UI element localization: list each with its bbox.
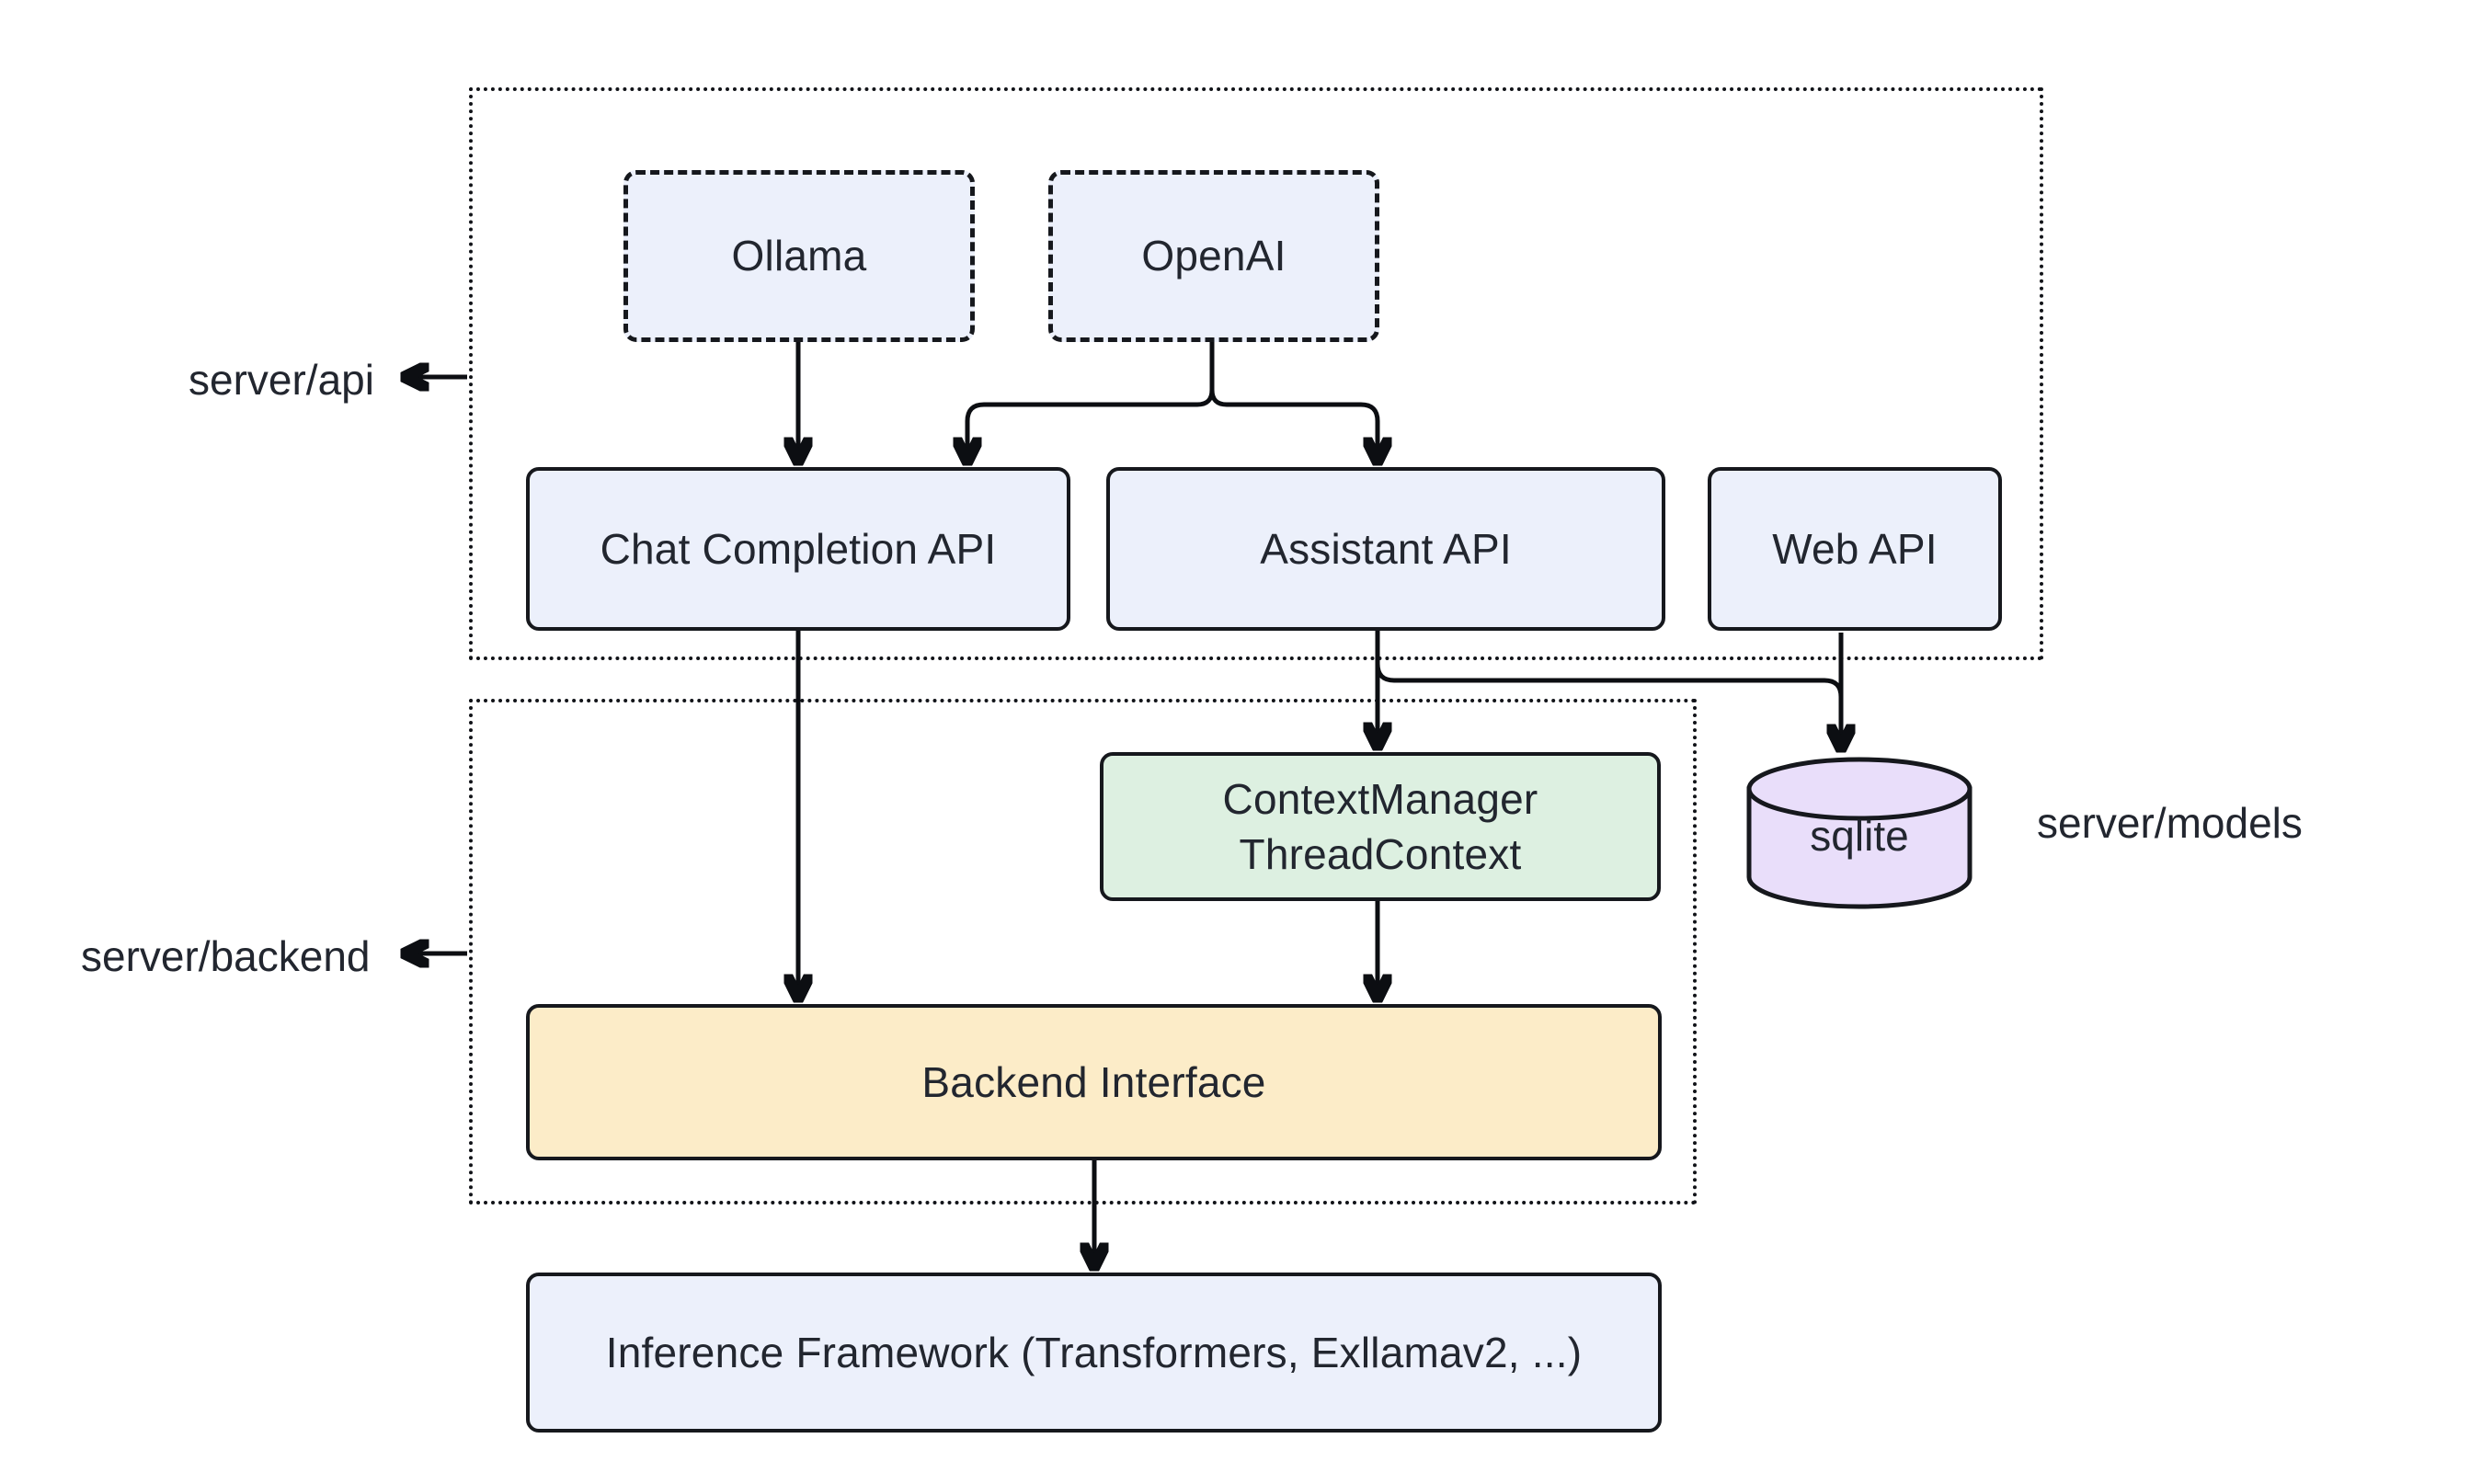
node-openai[interactable]: OpenAI — [1048, 170, 1379, 342]
label-server-api: server/api — [189, 356, 374, 404]
label-server-backend: server/backend — [81, 932, 371, 980]
node-chat-completion-api[interactable]: Chat Completion API — [526, 467, 1070, 631]
cylinder-shape — [1746, 757, 1973, 909]
label-server-models: server/models — [2037, 799, 2303, 847]
node-backend-interface[interactable]: Backend Interface — [526, 1004, 1662, 1160]
node-contextmanager-line1: ContextManager — [1222, 774, 1538, 823]
node-contextmanager-line2: ThreadContext — [1239, 830, 1522, 878]
node-ollama-label: Ollama — [731, 232, 867, 280]
node-inference-framework-label: Inference Framework (Transformers, Exlla… — [605, 1328, 1583, 1376]
node-backend-interface-label: Backend Interface — [921, 1057, 1266, 1106]
node-assistant-api-label: Assistant API — [1260, 524, 1512, 573]
node-chat-completion-api-label: Chat Completion API — [600, 524, 997, 573]
cluster-server-api — [469, 87, 2043, 660]
node-ollama[interactable]: Ollama — [623, 170, 975, 342]
cluster-server-backend — [469, 699, 1697, 1204]
node-openai-label: OpenAI — [1141, 232, 1286, 280]
node-sqlite[interactable]: sqlite — [1745, 756, 1973, 910]
node-inference-framework[interactable]: Inference Framework (Transformers, Exlla… — [526, 1273, 1662, 1433]
node-contextmanager-threadcontext[interactable]: ContextManager ThreadContext — [1100, 752, 1661, 901]
node-web-api-label: Web API — [1772, 524, 1938, 573]
node-web-api[interactable]: Web API — [1708, 467, 2002, 631]
node-assistant-api[interactable]: Assistant API — [1106, 467, 1665, 631]
